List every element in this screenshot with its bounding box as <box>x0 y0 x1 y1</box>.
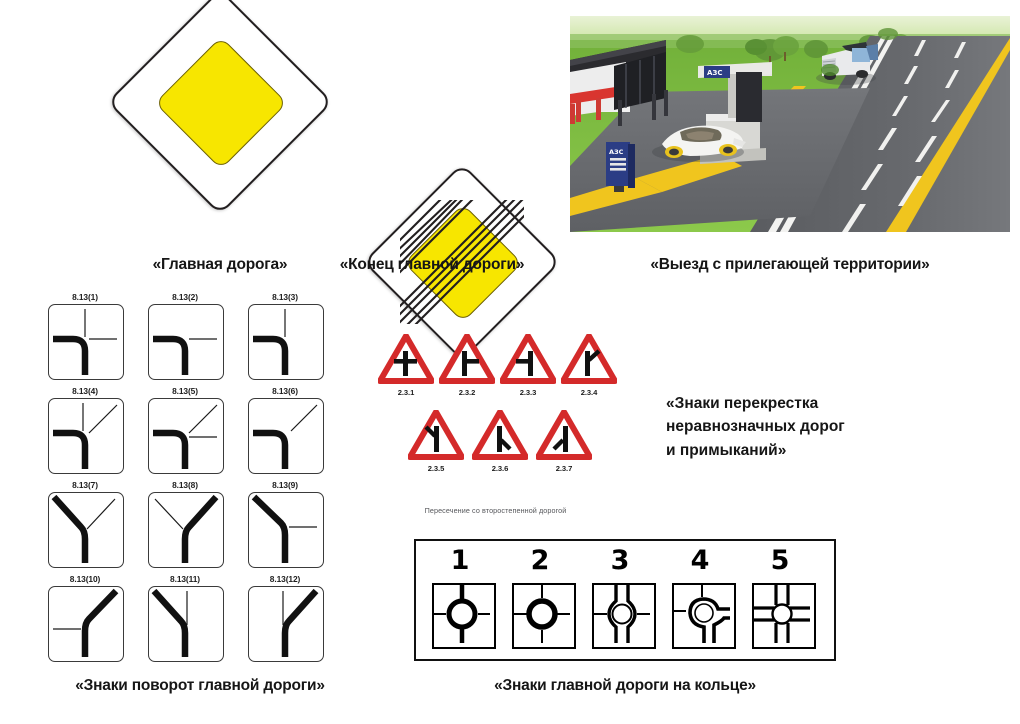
plate-label-12: 8.13(12) <box>269 574 301 584</box>
end-priority-stripes <box>400 200 524 324</box>
sign-2-3-4 <box>560 333 618 384</box>
caption-line-3: и примыканий» <box>666 441 787 459</box>
plate-label-8: 8.13(8) <box>172 480 198 490</box>
plate-8-13-11 <box>148 586 224 662</box>
photo-adjacent-territory-exit: АЗС АЗС <box>570 16 1010 232</box>
plate-label-1: 8.13(1) <box>72 292 98 302</box>
caption-priority-road: «Главная дорога» <box>152 256 288 273</box>
caption-warning-triangles: «Знаки перекрестка неравнозначных дорог … <box>666 392 996 462</box>
plate-label-3: 8.13(3) <box>272 292 298 302</box>
roundabout-diagram-1 <box>432 583 496 649</box>
sign-priority-road <box>106 0 334 216</box>
plate-label-2: 8.13(2) <box>172 292 198 302</box>
sign-2-3-1 <box>377 333 435 384</box>
roundabout-number-1: 1 <box>450 545 470 576</box>
sign-2-3-2 <box>438 333 496 384</box>
roundabout-diagram-4 <box>672 583 736 649</box>
plate-8-13-10 <box>48 586 124 662</box>
plate-label-11: 8.13(11) <box>170 574 200 584</box>
roundabout-diagram-3 <box>592 583 656 649</box>
label-2-3-3: 2.3.3 <box>519 388 537 397</box>
plate-8-13-5 <box>148 398 224 474</box>
label-2-3-5: 2.3.5 <box>427 464 445 473</box>
caption-plates-8-13: «Знаки поворот главной дороги» <box>75 677 325 694</box>
roundabout-number-3: 3 <box>610 545 630 576</box>
plate-8-13-12 <box>248 586 324 662</box>
sign-2-3-3 <box>499 333 557 384</box>
plate-label-9: 8.13(9) <box>272 480 298 490</box>
warning-triangles-subcaption: Пересечение со второстепенной дорогой <box>424 506 567 515</box>
caption-end-of-priority-road: «Конец главной дороги» <box>339 256 525 273</box>
roundabout-panel: 1 2 3 4 <box>414 539 836 661</box>
plate-8-13-2 <box>148 304 224 380</box>
plate-label-7: 8.13(7) <box>72 480 98 490</box>
plate-8-13-9 <box>248 492 324 568</box>
roundabout-number-2: 2 <box>530 545 550 576</box>
plate-8-13-8 <box>148 492 224 568</box>
caption-line-2: неравнозначных дорог <box>666 418 845 436</box>
plate-label-6: 8.13(6) <box>272 386 298 396</box>
plate-8-13-1 <box>48 304 124 380</box>
plate-label-4: 8.13(4) <box>72 386 98 396</box>
plate-8-13-7 <box>48 492 124 568</box>
sign-2-3-6 <box>471 409 529 460</box>
plates-8-13-grid: 8.13(1) 8.13(2) 8.13(3) 8.13(4) 8.13(5) <box>46 292 346 662</box>
caption-adjacent-territory-exit: «Выезд с прилегающей территории» <box>650 256 930 273</box>
label-2-3-4: 2.3.4 <box>580 388 598 397</box>
sign-2-3-7 <box>535 409 593 460</box>
svg-text:АЗС: АЗС <box>707 69 723 77</box>
label-2-3-6: 2.3.6 <box>491 464 509 473</box>
plate-label-5: 8.13(5) <box>172 386 198 396</box>
plate-8-13-6 <box>248 398 324 474</box>
sign-2-3-5 <box>407 409 465 460</box>
sign-end-of-priority-road <box>363 163 561 361</box>
roundabout-number-5: 5 <box>770 545 790 576</box>
label-2-3-2: 2.3.2 <box>458 388 476 397</box>
svg-text:АЗС: АЗС <box>609 148 624 156</box>
roundabout-diagram-5 <box>752 583 816 649</box>
label-2-3-1: 2.3.1 <box>397 388 415 397</box>
warning-triangles-group: 2.3.1 2.3.2 2.3.3 2.3.4 2.3.5 <box>377 333 618 515</box>
plate-8-13-3 <box>248 304 324 380</box>
label-2-3-7: 2.3.7 <box>555 464 573 473</box>
plate-8-13-4 <box>48 398 124 474</box>
caption-roundabout-panel: «Знаки главной дороги на кольце» <box>494 677 756 694</box>
roundabout-diagram-2 <box>512 583 576 649</box>
caption-line-1: «Знаки перекрестка <box>666 395 819 412</box>
roundabout-number-4: 4 <box>690 545 710 576</box>
plate-label-10: 8.13(10) <box>69 574 101 584</box>
